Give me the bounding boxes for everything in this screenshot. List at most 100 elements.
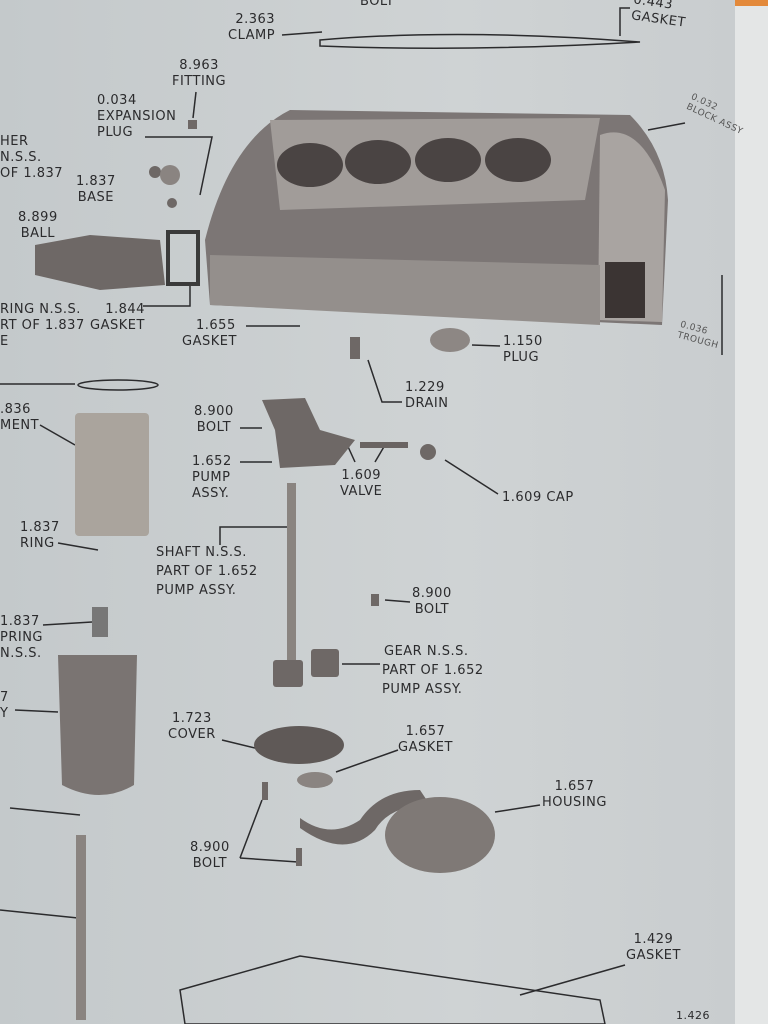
part-text: Y — [0, 706, 9, 721]
bolt-8900c-leader — [239, 799, 299, 863]
part-number: 8.900 — [412, 586, 452, 601]
cover-leader — [221, 739, 256, 749]
part-name: BALL — [20, 226, 55, 241]
oil-pump — [262, 398, 355, 468]
part-text: GEAR N.S.S. — [384, 644, 469, 659]
part-name: EXPANSION — [97, 109, 177, 124]
part-text: PART OF 1.652 — [156, 564, 258, 579]
shaft-leader — [219, 526, 288, 545]
filter-spring — [92, 607, 108, 637]
expansion-plug-3 — [167, 198, 177, 208]
part-text: N.S.S. — [0, 150, 42, 165]
oil-filter-element — [75, 413, 149, 536]
part-number: 8.899 — [18, 210, 58, 225]
part-number: .836 — [0, 402, 31, 417]
part-name: BOLT — [196, 420, 232, 435]
part-name: BOLT — [414, 602, 450, 617]
part-text: PRING — [0, 630, 44, 645]
head-gasket-outline — [319, 33, 641, 49]
block-leader — [647, 122, 686, 131]
clamp-leader — [281, 31, 323, 36]
pan-gasket-outline — [179, 955, 606, 1024]
part-text: PART OF 1.652 — [382, 663, 484, 678]
part-text: 1.609 CAP — [502, 490, 574, 505]
part-name: MENT — [0, 418, 40, 433]
part-number: 8.963 — [179, 58, 219, 73]
part-text: 7 — [0, 690, 9, 705]
part-name: PLUG — [503, 350, 540, 365]
part-number: 1.657 — [405, 724, 446, 739]
o-ring — [77, 379, 159, 391]
fitting — [188, 120, 197, 129]
relief-valve-cap — [420, 444, 436, 460]
part-text: 1.837 — [0, 614, 40, 629]
gasket-1657 — [297, 772, 333, 788]
engine-block — [205, 110, 668, 325]
bottom-leader-1 — [9, 807, 81, 816]
part-number: 1.609 — [341, 468, 382, 483]
gasket-1657-leader — [335, 749, 399, 773]
part-number: 0.034 — [97, 93, 137, 108]
driven-gear — [311, 649, 339, 677]
part-name: ASSY. — [192, 486, 230, 501]
ring-leader — [57, 542, 99, 551]
part-text: PUMP ASSY. — [156, 583, 237, 598]
plug-leader — [471, 344, 501, 347]
part-name: PUMP — [192, 470, 231, 485]
part-number: 1.844 — [105, 302, 145, 317]
part-name: GASKET — [626, 948, 681, 963]
fitting-leader — [192, 91, 197, 119]
part-name: DRAIN — [405, 396, 449, 411]
part-text: HER — [0, 134, 29, 149]
bolt-8900b-leader — [384, 599, 411, 603]
label-bolt-top: BOLT — [360, 0, 394, 10]
part-name: GASKET — [90, 318, 145, 333]
part-number: 1.837 — [76, 174, 116, 189]
background-edge — [735, 0, 768, 6]
gasket-1844-leader — [143, 285, 191, 307]
expansion-plug-2 — [160, 165, 180, 185]
part-name: BOLT — [360, 0, 395, 9]
pump-cover — [254, 726, 344, 764]
expansion-plug-leader — [145, 136, 213, 196]
pickup-tube — [300, 790, 430, 845]
filter-body — [58, 655, 137, 795]
pickup-screen-housing — [385, 797, 495, 873]
cap-leader — [444, 459, 499, 495]
part-number: 1.655 — [196, 318, 236, 333]
expansion-plug-1 — [149, 166, 161, 178]
label-pan: 1.426 — [676, 1008, 710, 1024]
bolt-8900c-1 — [262, 782, 268, 800]
part-text: N.S.S. — [0, 646, 42, 661]
drive-gear — [273, 660, 303, 687]
plug-1150 — [430, 328, 470, 352]
part-number: 1.723 — [172, 711, 212, 726]
part-name: VALVE — [340, 484, 383, 499]
spring-leader — [42, 621, 93, 626]
gasket-top-leader — [619, 7, 630, 36]
element-leader — [39, 424, 76, 446]
part-number: 1.429 — [633, 932, 674, 947]
bottom-leader-2 — [0, 909, 79, 919]
